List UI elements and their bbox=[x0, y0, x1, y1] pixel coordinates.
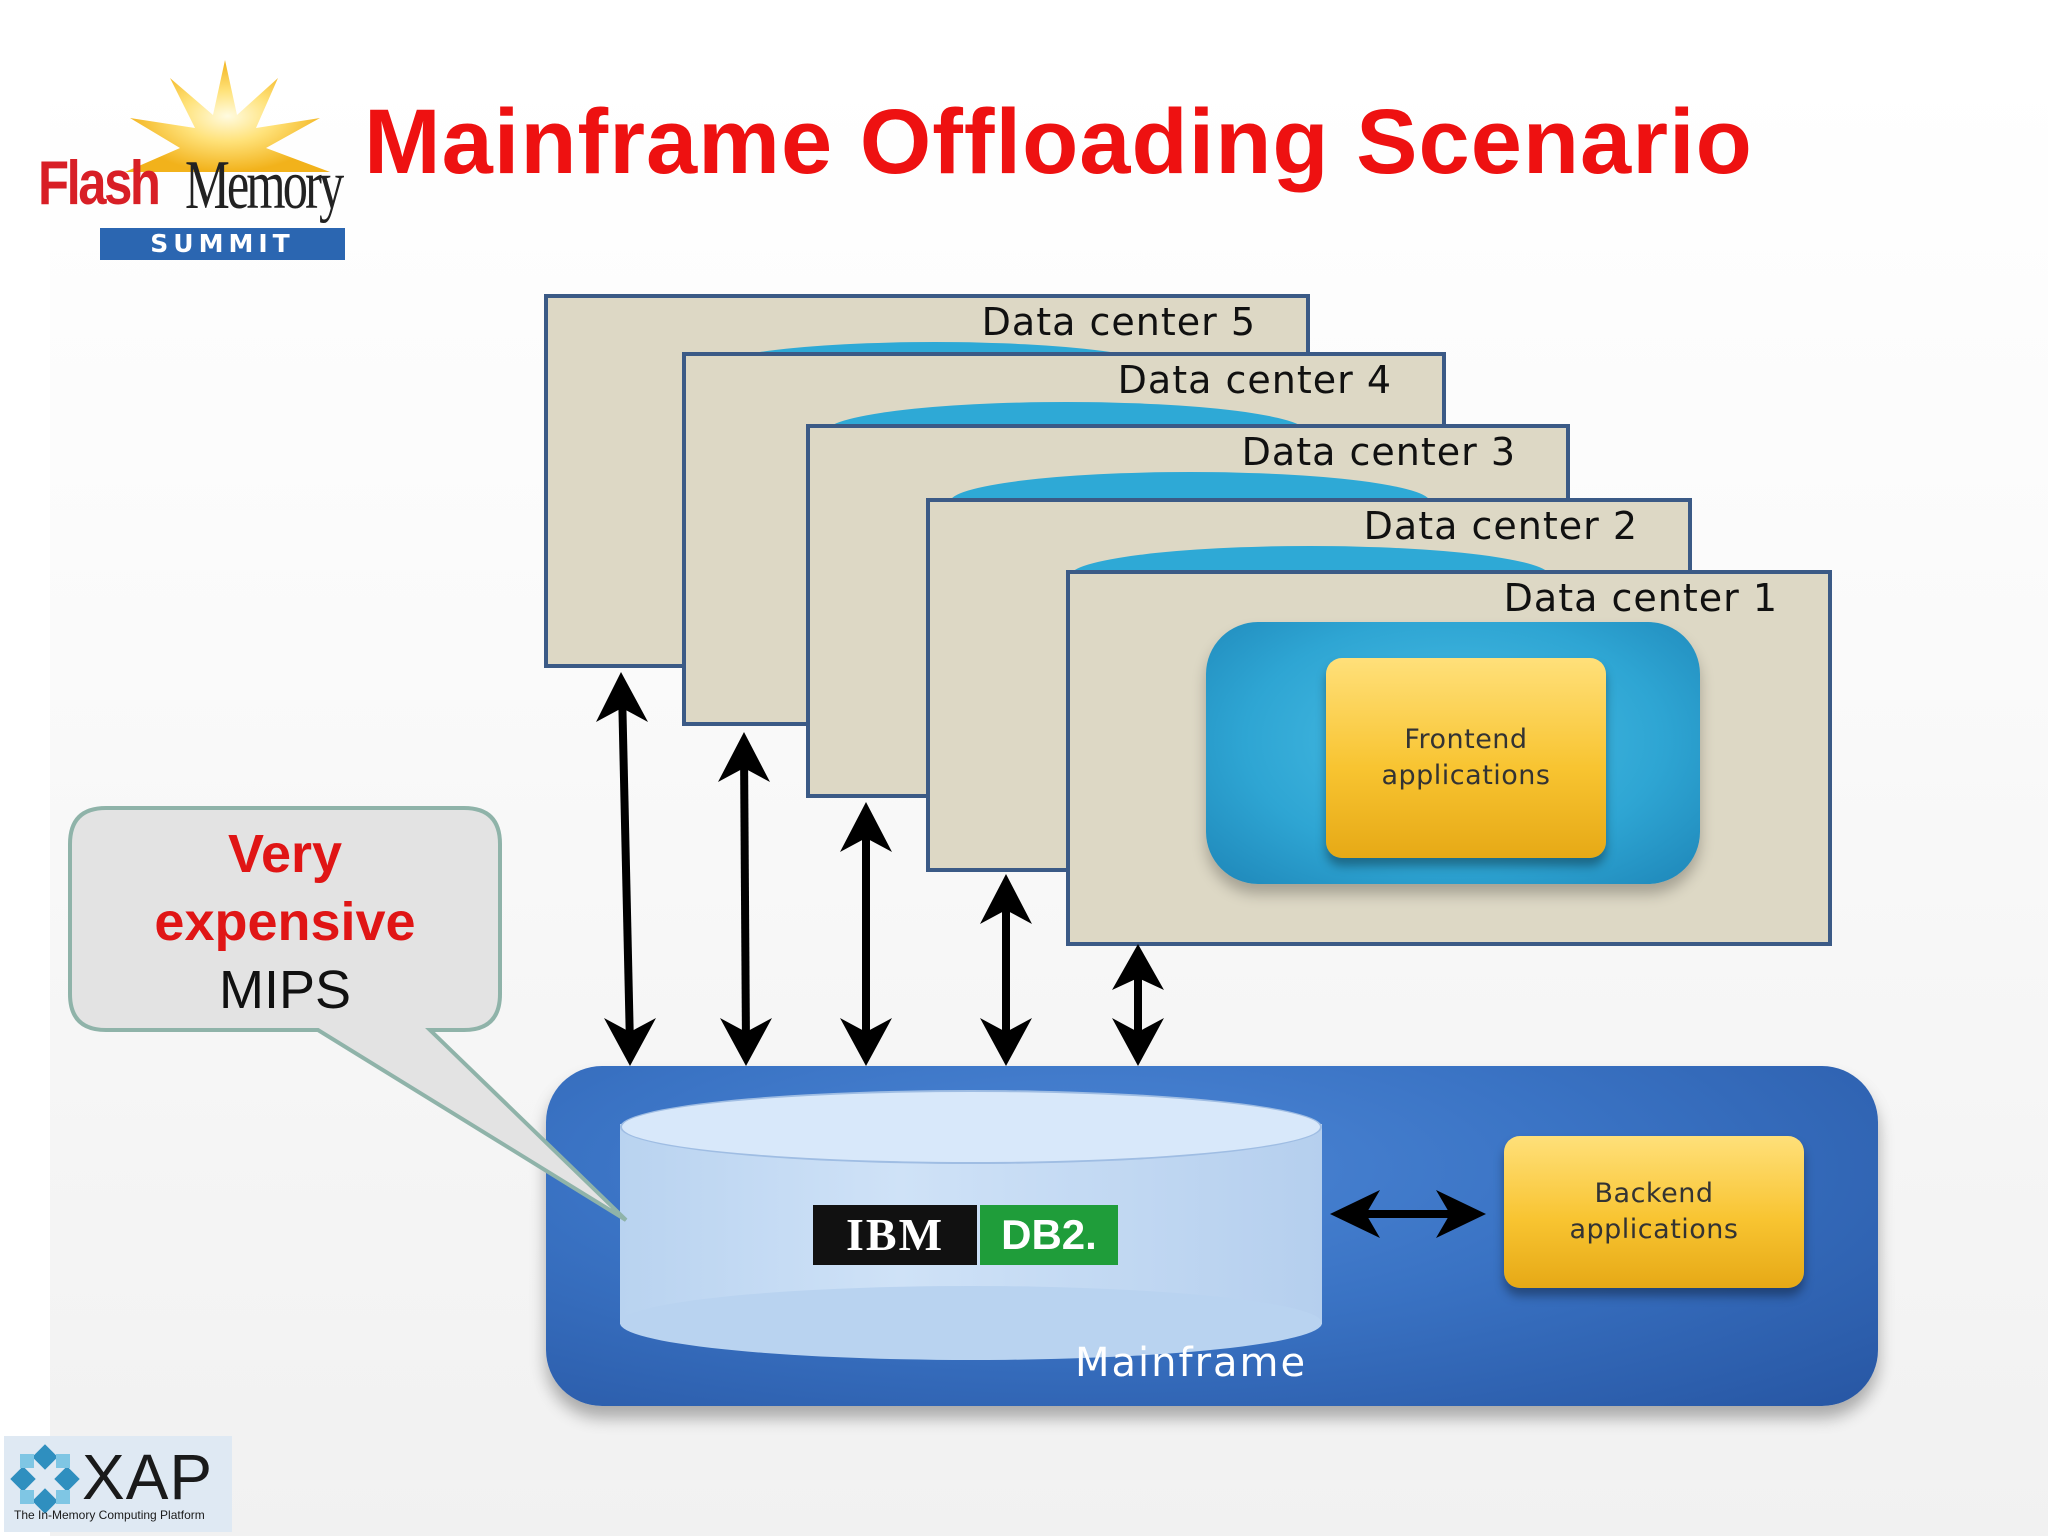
db-backend-arrow bbox=[1330, 1190, 1486, 1238]
dc4-mainframe-arrow bbox=[718, 732, 772, 1066]
mainframe-label: Mainframe bbox=[1075, 1340, 1308, 1386]
dc3-mainframe-arrow bbox=[840, 802, 892, 1066]
callout-mips: MIPS bbox=[218, 960, 352, 1020]
data-center-3-label: Data center 3 bbox=[1241, 430, 1516, 474]
frontend-applications-label: Frontend applications bbox=[1381, 724, 1551, 791]
sunburst-icon bbox=[125, 60, 330, 172]
database-cylinder-top bbox=[620, 1090, 1322, 1164]
data-center-5-label: Data center 5 bbox=[981, 300, 1256, 344]
db2-logo: DB2. bbox=[980, 1205, 1118, 1265]
data-center-4-label: Data center 4 bbox=[1117, 358, 1392, 402]
fms-summit-badge: SUMMIT bbox=[100, 228, 345, 260]
callout-text: Very expensive MIPS bbox=[70, 820, 500, 1024]
backend-applications-label: Backend applications bbox=[1569, 1178, 1739, 1245]
fms-memory-text: Memory bbox=[185, 147, 344, 224]
dc2-mainframe-arrow bbox=[980, 874, 1032, 1066]
slide-title: Mainframe Offloading Scenario bbox=[364, 91, 1753, 193]
database-cylinder-bottom bbox=[620, 1286, 1322, 1360]
xap-star-icon bbox=[10, 1444, 80, 1514]
callout-very: Very bbox=[227, 824, 343, 884]
xap-logo: XAP The In-Memory Computing Platform bbox=[4, 1436, 232, 1532]
ibm-logo: IBM bbox=[813, 1205, 977, 1265]
callout-bubble bbox=[68, 806, 628, 1222]
data-center-2-label: Data center 2 bbox=[1363, 504, 1638, 548]
xap-wordmark: XAP bbox=[82, 1441, 214, 1513]
callout-expensive: expensive bbox=[154, 892, 416, 952]
data-center-1-label: Data center 1 bbox=[1503, 576, 1778, 620]
dc5-mainframe-arrow bbox=[596, 672, 656, 1066]
xap-tagline: The In-Memory Computing Platform bbox=[14, 1508, 205, 1522]
fms-flash-text: Flash bbox=[38, 149, 161, 218]
dc1-mainframe-arrow bbox=[1112, 944, 1164, 1066]
flash-memory-summit-logo: Flash Memory SUMMIT bbox=[30, 60, 390, 270]
backend-applications-box: Backend applications bbox=[1504, 1136, 1804, 1288]
frontend-applications-box: Frontend applications bbox=[1326, 658, 1606, 858]
